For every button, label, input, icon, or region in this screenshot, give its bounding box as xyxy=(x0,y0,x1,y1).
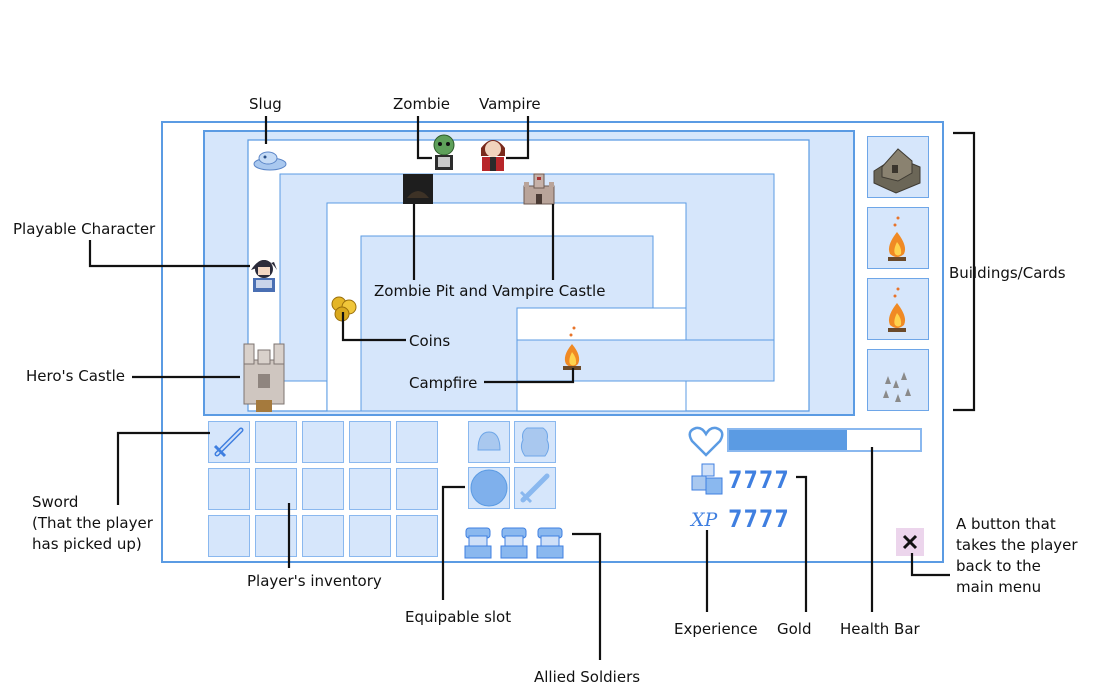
label-sword-2: (That the player xyxy=(32,514,153,532)
label-playable-character: Playable Character xyxy=(13,220,156,238)
inventory-slot[interactable] xyxy=(349,515,391,557)
label-experience: Experience xyxy=(674,620,758,638)
campfire-card-icon xyxy=(888,287,906,332)
label-menu-button-2: takes the player xyxy=(956,536,1078,554)
equip-slot-armor[interactable] xyxy=(514,421,556,463)
inventory-slot[interactable] xyxy=(302,515,344,557)
label-equipable-slot: Equipable slot xyxy=(405,608,512,626)
label-heros-castle: Hero's Castle xyxy=(26,367,125,385)
inventory-slot[interactable] xyxy=(208,515,250,557)
label-menu-button-4: main menu xyxy=(956,578,1042,596)
label-sword-3: has picked up) xyxy=(32,535,142,553)
card-slot-ruined-building[interactable] xyxy=(867,136,929,198)
label-slug: Slug xyxy=(249,95,282,113)
inventory-slot[interactable] xyxy=(396,468,438,510)
inventory-grid xyxy=(208,421,440,561)
heart-icon xyxy=(688,426,724,457)
heros-castle-icon xyxy=(243,343,285,412)
equip-slot-helmet[interactable] xyxy=(468,421,510,463)
health-bar-fill xyxy=(729,430,848,450)
experience-value: 7777 xyxy=(728,505,790,533)
gold-value: 7777 xyxy=(728,466,790,494)
inventory-slot[interactable] xyxy=(396,421,438,463)
campfire-card-icon xyxy=(888,216,906,261)
gold-icon xyxy=(691,463,723,495)
close-icon xyxy=(902,534,918,550)
inventory-slot[interactable] xyxy=(349,421,391,463)
equip-slot-shield[interactable] xyxy=(468,467,510,509)
card-slot-campfire-1[interactable] xyxy=(867,207,929,269)
label-zombie: Zombie xyxy=(393,95,450,113)
label-vampire: Vampire xyxy=(479,95,541,113)
label-coins: Coins xyxy=(409,332,451,350)
slug-icon xyxy=(253,151,287,171)
inventory-slot[interactable] xyxy=(302,421,344,463)
vampire-icon xyxy=(481,140,505,171)
inventory-slot[interactable] xyxy=(255,421,297,463)
inventory-slot[interactable] xyxy=(396,515,438,557)
vampire-castle-icon xyxy=(523,173,555,205)
helmet-icon xyxy=(477,431,501,451)
main-menu-button[interactable] xyxy=(896,528,924,556)
label-campfire: Campfire xyxy=(409,374,478,392)
label-menu-button-1: A button that xyxy=(956,515,1056,533)
allied-soldier-icon xyxy=(500,527,528,559)
card-slot-spikes[interactable] xyxy=(867,349,929,411)
weapon-silhouette-icon xyxy=(519,473,550,504)
card-slot-campfire-2[interactable] xyxy=(867,278,929,340)
label-sword-1: Sword xyxy=(32,493,79,511)
label-zombie-pit-vampire-castle: Zombie Pit and Vampire Castle xyxy=(374,282,606,300)
allied-soldier-icon xyxy=(464,527,492,559)
coins-icon xyxy=(331,296,357,322)
label-health-bar: Health Bar xyxy=(840,620,920,638)
health-bar xyxy=(727,428,922,452)
allied-soldier-icon xyxy=(536,527,564,559)
inventory-slot[interactable] xyxy=(208,421,250,463)
sword-icon xyxy=(213,427,244,458)
label-allied-soldiers: Allied Soldiers xyxy=(534,668,641,686)
armor-icon xyxy=(520,427,550,457)
label-menu-button-3: back to the xyxy=(956,557,1041,575)
spikes-card-icon xyxy=(883,372,911,402)
inventory-slot[interactable] xyxy=(208,468,250,510)
playable-character-icon xyxy=(251,260,277,292)
inventory-slot[interactable] xyxy=(255,515,297,557)
label-buildings-cards: Buildings/Cards xyxy=(949,264,1066,282)
zombie-icon xyxy=(433,134,455,170)
inventory-slot[interactable] xyxy=(255,468,297,510)
shield-icon xyxy=(470,469,508,507)
xp-icon: XP xyxy=(691,509,718,531)
ruined-building-icon xyxy=(873,148,921,194)
campfire-icon xyxy=(563,326,581,370)
allied-soldiers xyxy=(464,527,564,559)
zombie-pit-icon xyxy=(403,174,433,204)
inventory-slot[interactable] xyxy=(349,468,391,510)
inventory-slot[interactable] xyxy=(302,468,344,510)
equip-slot-weapon[interactable] xyxy=(514,467,556,509)
label-players-inventory: Player's inventory xyxy=(247,572,382,590)
label-gold: Gold xyxy=(777,620,812,638)
